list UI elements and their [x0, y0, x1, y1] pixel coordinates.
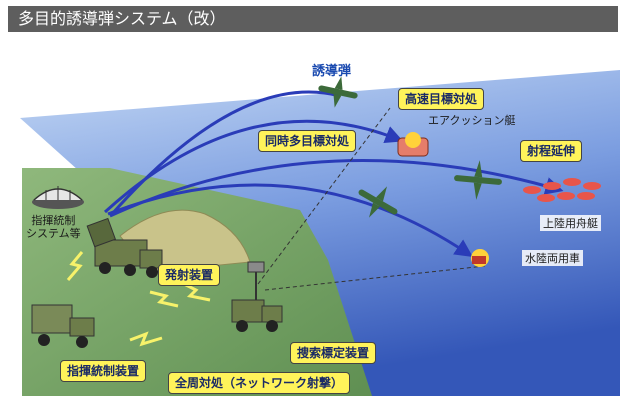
- simultaneous-tag: 同時多目標対処: [258, 130, 357, 152]
- comm-bolt-1: [66, 251, 84, 281]
- launcher-tag: 発射装置: [158, 264, 221, 286]
- missile-range: [454, 160, 502, 200]
- page-title: 多目的誘導弾システム（改）: [8, 6, 618, 32]
- missile-main: [318, 76, 358, 108]
- trajectory-simultaneous: [107, 183, 473, 258]
- trajectory-range: [109, 159, 564, 218]
- sensor-line-2: [264, 265, 486, 291]
- high-speed-tag: 高速目標対処: [398, 88, 485, 110]
- command-system-label: 指揮統制 システム等: [26, 214, 81, 240]
- air-cushion-craft: [397, 132, 429, 157]
- command-unit-tag: 指揮統制装置: [60, 360, 147, 382]
- sensor-truck: [231, 261, 283, 332]
- all-round-tag: 全周対処（ネットワーク射撃）: [168, 372, 351, 394]
- sensor-unit-tag: 捜索標定装置: [290, 342, 377, 364]
- command-system-dome: [32, 186, 84, 209]
- sea-area: [20, 70, 620, 396]
- sensor-line-1: [257, 107, 391, 285]
- launcher-truck: [86, 217, 163, 278]
- comm-bolt-4: [129, 331, 163, 347]
- command-system-line1: 指揮統制: [31, 214, 76, 227]
- landing-craft-label: 上陸用舟艇: [540, 215, 601, 231]
- trajectory-main: [110, 90, 341, 215]
- range-tag: 射程延伸: [520, 140, 583, 162]
- command-truck: [31, 304, 95, 348]
- missile-simultaneous: [358, 186, 398, 218]
- amphibious-vehicle: [471, 249, 489, 267]
- comm-bolt-2: [149, 290, 179, 308]
- amphibious-label: 水陸両用車: [522, 250, 583, 266]
- air-cushion-label: エアクッション艇: [428, 114, 516, 127]
- missile-label: 誘導弾: [312, 64, 352, 79]
- comm-bolt-3: [179, 280, 211, 302]
- landing-craft-group: [523, 178, 601, 202]
- command-system-line2: システム等: [26, 227, 81, 240]
